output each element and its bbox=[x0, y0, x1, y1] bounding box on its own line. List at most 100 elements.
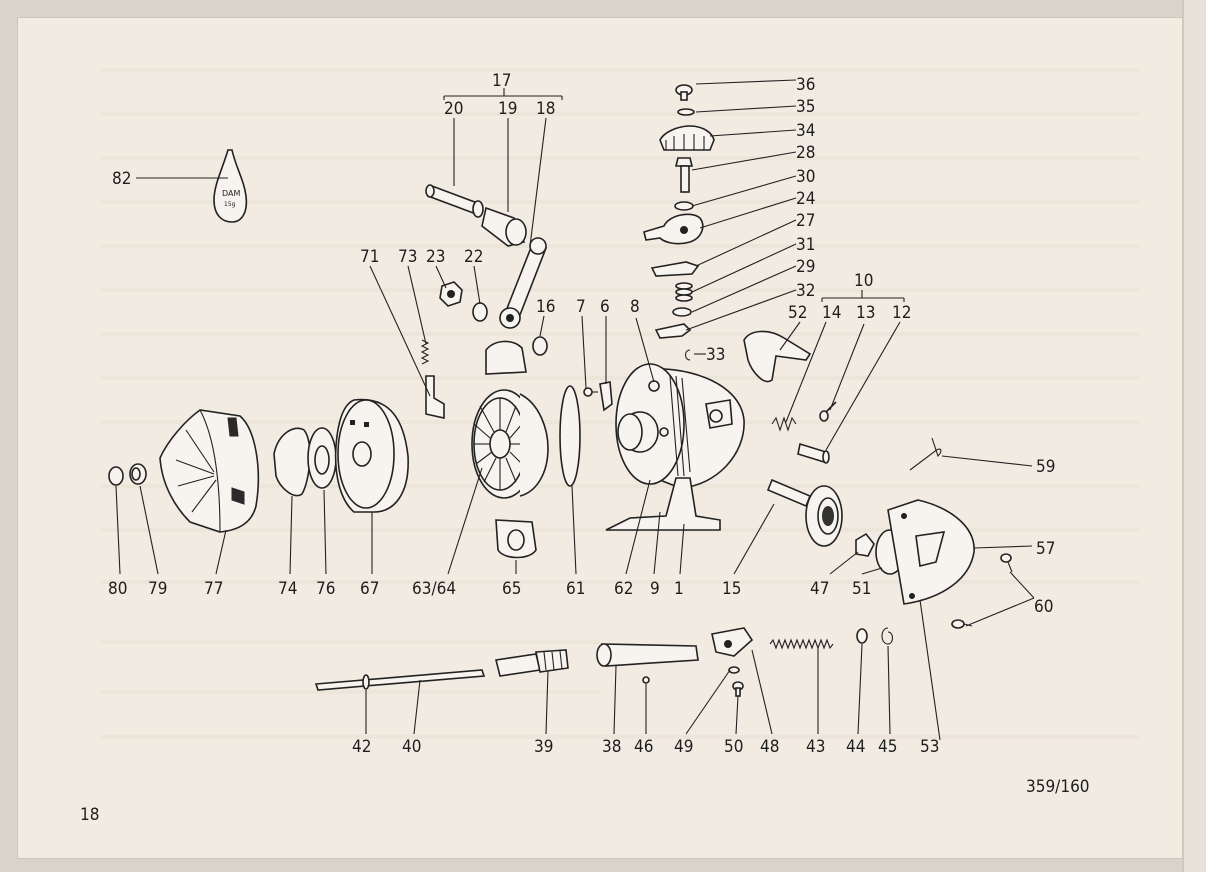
callout-15: 15 bbox=[722, 579, 741, 599]
callout-73: 73 bbox=[398, 247, 417, 267]
spring-14-part bbox=[771, 416, 797, 432]
callout-53: 53 bbox=[920, 737, 939, 757]
sleeve-38-part bbox=[596, 643, 699, 667]
callout-61: 61 bbox=[566, 579, 585, 599]
washer-22-part bbox=[472, 302, 488, 322]
callout-6: 6 bbox=[600, 297, 610, 317]
callout-43: 43 bbox=[806, 737, 825, 757]
callout-65: 65 bbox=[502, 579, 521, 599]
lever-27-part bbox=[650, 261, 700, 277]
callout-23: 23 bbox=[426, 247, 445, 267]
callout-38: 38 bbox=[602, 737, 621, 757]
spring-59-part bbox=[909, 437, 942, 471]
nut-47-part bbox=[855, 532, 875, 557]
callout-46: 46 bbox=[634, 737, 653, 757]
callout-80: 80 bbox=[108, 579, 127, 599]
callout-42: 42 bbox=[352, 737, 371, 757]
gasket-61-part bbox=[559, 385, 581, 487]
washer-49-part bbox=[728, 666, 740, 674]
callout-76: 76 bbox=[316, 579, 335, 599]
callout-17: 17 bbox=[492, 71, 511, 91]
weight-brand: DAM bbox=[222, 189, 240, 198]
leader-lines bbox=[115, 79, 1035, 741]
callout-79: 79 bbox=[148, 579, 167, 599]
callout-44: 44 bbox=[846, 737, 865, 757]
axle-pin-part bbox=[425, 184, 484, 218]
washer-16-part bbox=[532, 336, 548, 356]
page-number: 18 bbox=[80, 805, 99, 825]
callout-45: 45 bbox=[878, 737, 897, 757]
clip-33-part bbox=[684, 349, 691, 361]
brake-pad-top-part bbox=[485, 340, 527, 375]
callout-14: 14 bbox=[822, 303, 841, 323]
callout-39: 39 bbox=[534, 737, 553, 757]
drag-plate-24-part bbox=[643, 213, 704, 245]
callout-82: 82 bbox=[112, 169, 131, 189]
clip-6-part bbox=[599, 381, 613, 412]
bush-79-part bbox=[129, 463, 147, 485]
block-48-part bbox=[711, 627, 754, 657]
callout-48: 48 bbox=[760, 737, 779, 757]
spring-31-part bbox=[675, 282, 693, 302]
callout-31: 31 bbox=[796, 235, 815, 255]
washer-29-part bbox=[672, 307, 692, 317]
washer-35-part bbox=[677, 108, 695, 116]
reel-body-part bbox=[605, 363, 745, 531]
screw-60-part bbox=[951, 619, 973, 629]
star-drag-34-part bbox=[659, 125, 715, 151]
callout-20: 20 bbox=[444, 99, 463, 119]
callout-50: 50 bbox=[724, 737, 743, 757]
callout-52: 52 bbox=[788, 303, 807, 323]
callout-62: 62 bbox=[614, 579, 633, 599]
callout-30: 30 bbox=[796, 167, 815, 187]
pin-13-part bbox=[819, 401, 837, 422]
callout-59: 59 bbox=[1036, 457, 1055, 477]
callout-49: 49 bbox=[674, 737, 693, 757]
callout-36: 36 bbox=[796, 75, 815, 95]
callout-33: 33 bbox=[706, 345, 725, 365]
callout-8: 8 bbox=[630, 297, 640, 317]
callout-9: 9 bbox=[650, 579, 660, 599]
side-plate-53-part bbox=[887, 499, 975, 605]
callout-10: 10 bbox=[854, 271, 873, 291]
callout-57: 57 bbox=[1036, 539, 1055, 559]
washer-30-part bbox=[674, 201, 694, 211]
figure-reference: 359/160 bbox=[1026, 777, 1090, 797]
gear-shaft-15-part bbox=[766, 478, 843, 547]
screw-7-part bbox=[583, 387, 598, 397]
callout-34: 34 bbox=[796, 121, 815, 141]
callout-40: 40 bbox=[402, 737, 421, 757]
pin-12-part bbox=[797, 442, 830, 464]
clip-45-part bbox=[881, 627, 894, 645]
callout-12: 12 bbox=[892, 303, 911, 323]
bolt-28-part bbox=[674, 157, 694, 193]
screw-50-part bbox=[732, 681, 744, 697]
screw-57-part bbox=[1000, 553, 1013, 573]
callout-7: 7 bbox=[576, 297, 586, 317]
lever-32-part bbox=[654, 323, 692, 339]
washer-44-part bbox=[856, 628, 868, 644]
housing-cup-part bbox=[334, 398, 409, 513]
weight-value: 15g bbox=[224, 201, 236, 208]
callout-47: 47 bbox=[810, 579, 829, 599]
callout-67: 67 bbox=[360, 579, 379, 599]
line-roller-part bbox=[481, 206, 527, 247]
callout-16: 16 bbox=[536, 297, 555, 317]
spring-43-part bbox=[769, 638, 834, 650]
spool-part bbox=[471, 389, 549, 499]
screw-36-part bbox=[675, 84, 693, 101]
callout-29: 29 bbox=[796, 257, 815, 277]
nut-part bbox=[439, 281, 463, 307]
callout-51: 51 bbox=[852, 579, 871, 599]
callout-1: 1 bbox=[674, 579, 684, 599]
brake-pad-65-part bbox=[495, 519, 537, 559]
callout-13: 13 bbox=[856, 303, 875, 323]
washer-80-part bbox=[108, 466, 124, 486]
callout-18: 18 bbox=[536, 99, 555, 119]
sinker-weight-part: DAM 15g bbox=[213, 149, 248, 223]
callout-60: 60 bbox=[1034, 597, 1053, 617]
callout-35: 35 bbox=[796, 97, 815, 117]
ball-46-part bbox=[642, 676, 650, 684]
callout-19: 19 bbox=[498, 99, 517, 119]
